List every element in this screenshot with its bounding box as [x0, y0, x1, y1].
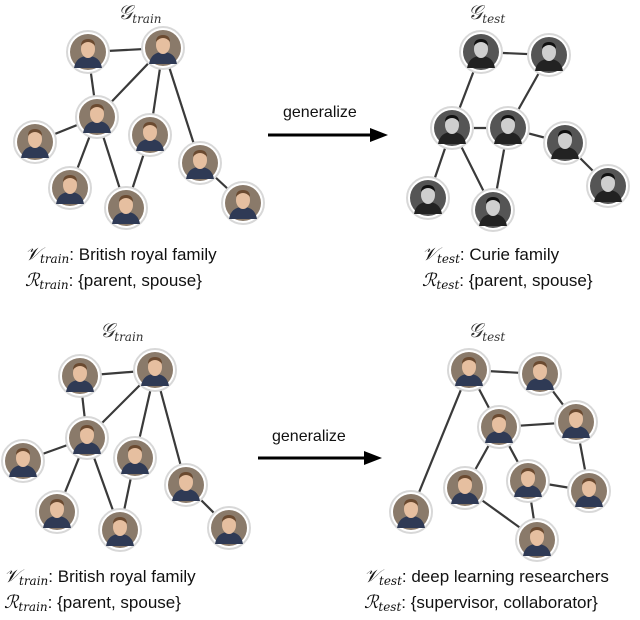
bottom-train-node-portrait: [98, 508, 142, 552]
bottom-train-relations-caption: ℛtrain: {parent, spouse}: [4, 592, 181, 614]
bottom-train-node-portrait: [164, 463, 208, 507]
top-test-node-portrait: [471, 188, 515, 232]
bottom-test-vertices-caption: 𝒱test: deep learning researchers: [364, 566, 609, 588]
top-arrow-head: [370, 128, 388, 142]
bottom-train-node-portrait: [1, 439, 45, 483]
top-arrow-label: generalize: [283, 104, 357, 121]
top-test-node-portrait: [459, 30, 503, 74]
bottom-train-node-portrait: [35, 490, 79, 534]
bottom-test-node-portrait: [554, 400, 598, 444]
top-train-node-portrait: [104, 186, 148, 230]
bottom-train-node-portrait: [65, 416, 109, 460]
bottom-test-node-portrait: [389, 490, 433, 534]
bottom-train-graph-title: 𝒢train: [100, 318, 144, 344]
top-train-node-portrait: [221, 181, 265, 225]
bottom-test-graph-title: 𝒢test: [468, 318, 506, 344]
top-test-node-portrait: [406, 176, 450, 220]
top-train-node-portrait: [141, 26, 185, 70]
top-train-vertices-caption: 𝒱train: British royal family: [25, 244, 217, 266]
bottom-train-node-portrait: [133, 348, 177, 392]
top-train-node-portrait: [178, 141, 222, 185]
graph-nodes: [1, 26, 630, 562]
bottom-test-edge: [409, 369, 471, 513]
top-test-node-portrait: [543, 121, 587, 165]
top-train-node-portrait: [48, 166, 92, 210]
generalize-arrows: [258, 128, 388, 465]
top-test-graph-title: 𝒢test: [468, 0, 506, 26]
bottom-test-relations-caption: ℛtest: {supervisor, collaborator}: [364, 592, 598, 614]
top-test-relations-caption: ℛtest: {parent, spouse}: [422, 270, 593, 292]
top-test-node-portrait: [430, 106, 474, 150]
bottom-train-node-portrait: [207, 506, 251, 550]
top-test-node-portrait: [486, 106, 530, 150]
top-train-node-portrait: [66, 30, 110, 74]
top-test-node-portrait: [527, 33, 571, 77]
top-train-node-portrait: [128, 113, 172, 157]
top-train-node-portrait: [13, 120, 57, 164]
bottom-test-node-portrait: [506, 459, 550, 503]
top-train-node-portrait: [75, 95, 119, 139]
bottom-arrow-head: [364, 451, 382, 465]
top-train-relations-caption: ℛtrain: {parent, spouse}: [25, 270, 202, 292]
bottom-test-node-portrait: [443, 466, 487, 510]
bottom-train-node-portrait: [58, 354, 102, 398]
bottom-test-node-portrait: [567, 469, 611, 513]
top-test-vertices-caption: 𝒱test: Curie family: [422, 244, 560, 266]
bottom-test-node-portrait: [477, 405, 521, 449]
bottom-test-node-portrait: [515, 518, 559, 562]
bottom-arrow-label: generalize: [272, 428, 346, 445]
bottom-train-vertices-caption: 𝒱train: British royal family: [4, 566, 196, 588]
bottom-test-node-portrait: [518, 352, 562, 396]
bottom-test-node-portrait: [447, 348, 491, 392]
bottom-train-node-portrait: [113, 436, 157, 480]
top-train-graph-title: 𝒢train: [118, 0, 162, 26]
top-test-node-portrait: [586, 164, 630, 208]
